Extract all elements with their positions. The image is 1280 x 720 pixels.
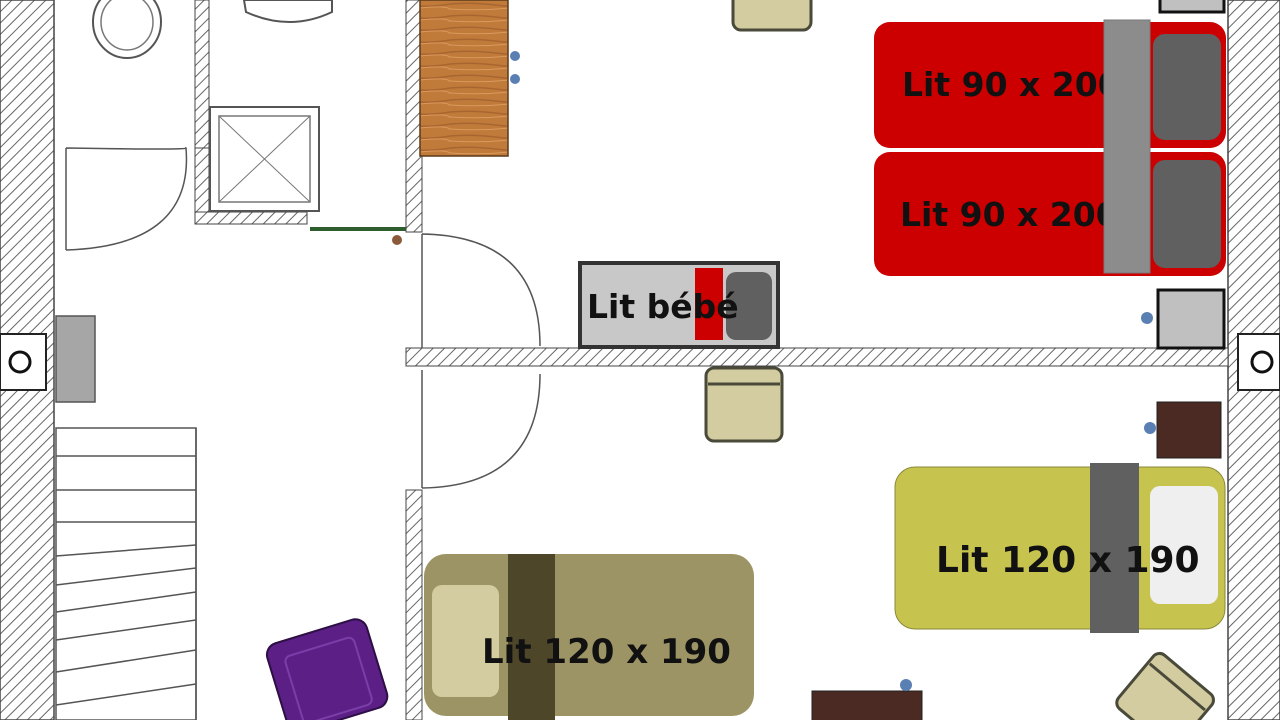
desk-dark bbox=[811, 690, 923, 720]
wall-light-right bbox=[1237, 333, 1280, 391]
chair-icon bbox=[731, 0, 813, 32]
socket-1 bbox=[510, 51, 520, 61]
nightstand-top bbox=[1158, 0, 1226, 14]
socket-4 bbox=[1144, 422, 1156, 434]
toilet-seat bbox=[100, 0, 154, 51]
crib-blanket bbox=[695, 268, 723, 340]
bed-yellow-bar bbox=[1090, 463, 1139, 633]
bunk-ladder-bar bbox=[1103, 19, 1151, 274]
chair-corner-seat bbox=[1115, 651, 1215, 720]
bed-olive-bar bbox=[508, 554, 555, 720]
bed-yellow-label: Lit 120 x 190 bbox=[936, 540, 1200, 581]
bed-yellow: Lit 120 x 190 bbox=[894, 463, 1226, 633]
stair-step-9 bbox=[55, 683, 197, 706]
wall-shower-bottom bbox=[194, 211, 308, 225]
crib-pillow bbox=[726, 272, 772, 340]
bed-yellow-pillow bbox=[1150, 486, 1218, 604]
stair-step-5 bbox=[55, 567, 197, 586]
staircase bbox=[55, 427, 197, 720]
bed-olive-pillow bbox=[432, 585, 499, 697]
wall-light-left bbox=[0, 333, 47, 391]
door-swing-upper bbox=[421, 233, 541, 348]
stair-step-4 bbox=[55, 544, 197, 557]
chair-icon-lower bbox=[704, 366, 784, 443]
socket-2 bbox=[510, 74, 520, 84]
crib: Lit bébé bbox=[578, 261, 780, 349]
nightstand-dark bbox=[1156, 401, 1222, 459]
bed-red-bottom: Lit 90 x 200 bbox=[874, 152, 1226, 276]
crib-label: Lit bébé bbox=[587, 287, 739, 326]
socket-5 bbox=[900, 679, 912, 691]
shower-cross-b bbox=[218, 115, 311, 203]
door-swing-lower bbox=[421, 370, 541, 489]
bathroom bbox=[65, 0, 333, 251]
bed-red-top-label: Lit 90 x 200 bbox=[902, 65, 1121, 104]
bed-red-bottom-pillow bbox=[1153, 160, 1221, 268]
armchair-cushion bbox=[284, 636, 373, 720]
nightstand-icon bbox=[1156, 288, 1226, 350]
wall-light-right-bulb bbox=[1250, 350, 1274, 374]
bed-yellow-frame bbox=[894, 466, 1226, 630]
socket-3 bbox=[1141, 312, 1153, 324]
stair-step-6 bbox=[55, 591, 197, 613]
chair-icon-corner bbox=[1115, 651, 1215, 720]
bed-red-bottom-label: Lit 90 x 200 bbox=[900, 195, 1119, 234]
armchair-icon bbox=[265, 618, 389, 720]
bath-door-swing bbox=[65, 146, 188, 251]
bed-olive-frame bbox=[424, 554, 754, 716]
chair-corner-backrest bbox=[1148, 662, 1206, 712]
bed-olive-label: Lit 120 x 190 bbox=[482, 632, 731, 672]
bed-red-top: Lit 90 x 200 bbox=[874, 22, 1226, 148]
armchair-seat bbox=[265, 618, 389, 720]
wardrobe-icon bbox=[419, 0, 509, 157]
wall-bath-left bbox=[194, 0, 210, 149]
bed-red-top-pillow bbox=[1153, 34, 1221, 140]
wall-lower-left bbox=[405, 489, 423, 720]
radiator-icon bbox=[55, 315, 96, 403]
bed-olive: Lit 120 x 190 bbox=[424, 554, 754, 720]
stair-step-8 bbox=[55, 649, 197, 673]
wall-mid-horizontal bbox=[405, 347, 1229, 367]
wall-shower-left bbox=[194, 147, 210, 213]
sink-icon bbox=[242, 0, 333, 23]
door-stop bbox=[392, 235, 402, 245]
stair-step-7 bbox=[55, 619, 197, 641]
staircase-outline bbox=[55, 427, 197, 720]
wall-light-left-bulb bbox=[8, 350, 32, 374]
